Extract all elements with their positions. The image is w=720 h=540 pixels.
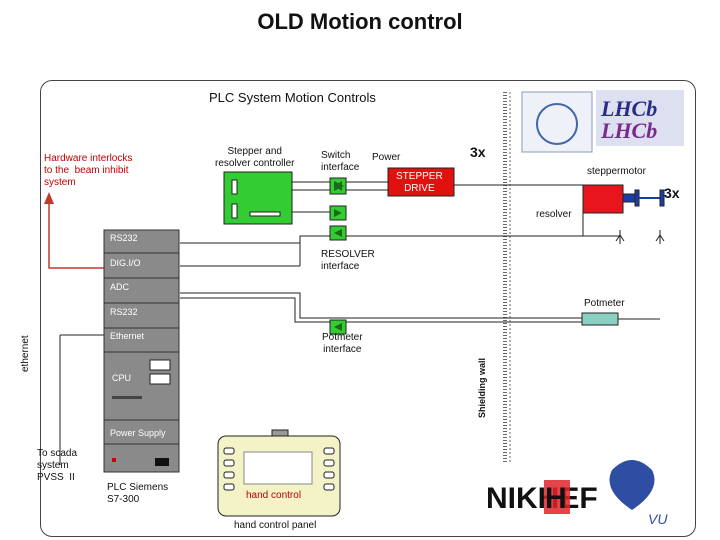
to-scada-label: To scada system PVSS II <box>37 448 78 483</box>
vu-griffin-logo <box>609 460 655 510</box>
plc-module-cpu: CPU <box>112 373 132 383</box>
plc-module-rs232-2: RS232 <box>110 307 138 317</box>
plc-rack <box>103 229 180 445</box>
hand-control-panel-label: hand control panel <box>234 520 317 531</box>
lhcb-logo-text-shadow: LHCb <box>600 118 657 143</box>
plc-module-ethernet: Ethernet <box>110 331 145 341</box>
frame-title: PLC System Motion Controls <box>209 90 376 105</box>
potmeter-label: Potmeter <box>584 298 625 309</box>
vu-logo-text: VU <box>648 511 668 527</box>
plc-module-digio: DIG.I/O <box>110 258 141 268</box>
nikhef-logo: NIKHEF <box>486 482 598 515</box>
stepper-motor <box>582 184 624 214</box>
ethernet-label: ethernet <box>20 335 31 372</box>
interlock-arrow <box>44 192 54 204</box>
stepper-motor-label: steppermotor <box>587 166 646 177</box>
diagram-frame <box>40 80 696 537</box>
plc-module-rs232: RS232 <box>110 233 138 243</box>
page-title: OLD Motion control <box>257 9 463 34</box>
potmeter-device <box>581 312 619 326</box>
switch-interface-label: Switch interface <box>321 150 360 173</box>
shielding-wall-label: Shielding wall <box>477 357 487 418</box>
stepper-controller-label: Stepper and resolver controller <box>215 146 295 169</box>
stepper-drive-label: STEPPER DRIVE <box>396 171 443 194</box>
resolver-interface-label: RESOLVER interface <box>321 249 375 272</box>
hardware-interlocks-label: Hardware interlocks to the beam inhibit … <box>44 153 133 188</box>
hand-control-label: hand control <box>246 490 302 501</box>
svg-text:H: H <box>545 482 567 515</box>
power-label: Power <box>372 152 401 163</box>
stepper-drive-box <box>387 167 455 197</box>
lhcb-logo-text: LHCb <box>600 96 657 121</box>
plc-siemens-label: PLC Siemens S7-300 <box>107 482 169 505</box>
potmeter-interface-label: Potmeter interface <box>322 332 363 355</box>
interlock-line <box>48 196 112 269</box>
plc-module-power-supply: Power Supply <box>110 428 166 438</box>
plc-module-adc: ADC <box>110 282 130 292</box>
resolver-label: resolver <box>536 209 572 220</box>
three-x-right-label: 3x <box>664 185 680 201</box>
lhcb-logo-bg <box>596 90 684 146</box>
three-x-top-label: 3x <box>470 144 486 160</box>
bulletin-logo <box>521 91 593 153</box>
